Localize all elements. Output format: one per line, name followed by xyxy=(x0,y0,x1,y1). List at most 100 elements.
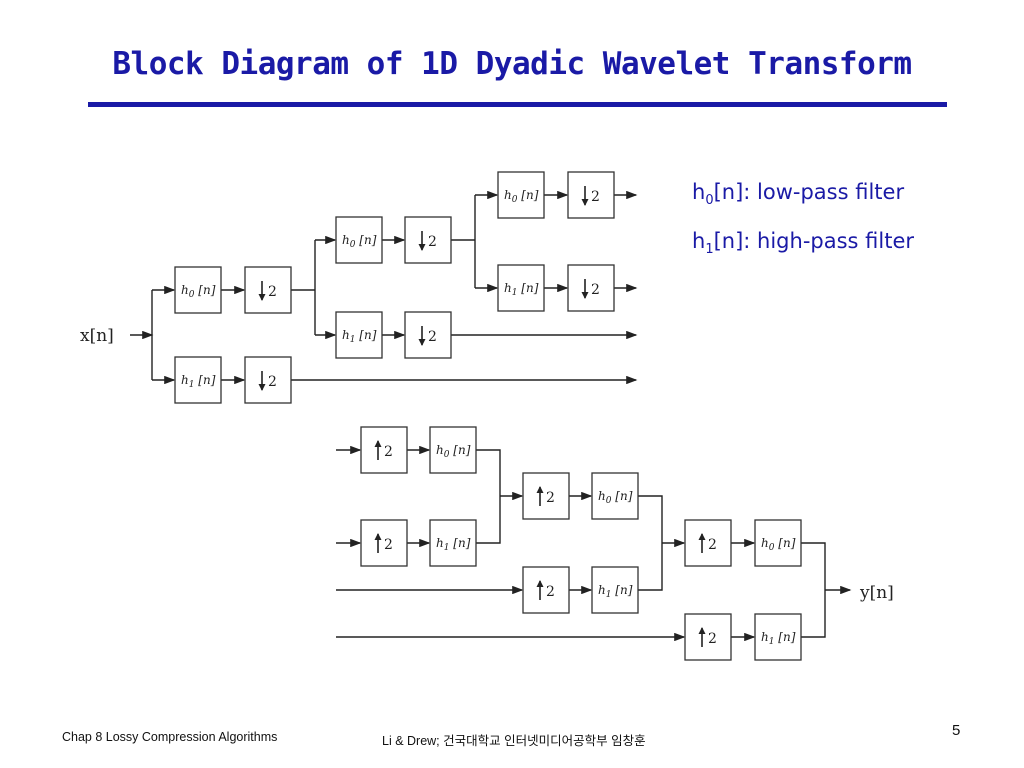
filter-box xyxy=(591,472,639,520)
downsample-block: 2 xyxy=(404,311,452,359)
legend-lowpass: h0[n]: low-pass filter xyxy=(692,180,905,209)
arrowhead xyxy=(536,580,544,587)
arrowhead xyxy=(698,533,706,540)
filter-label: h1 [n] xyxy=(761,630,796,647)
footer-author: Li & Drew; 건국대학교 인터넷미디어공학부 임창훈 xyxy=(382,734,646,748)
filter-blocks: h0 [n] h1 [n] 2 2 h0 [n] h1 [n] 2 2 h0 [n] h1 [n]… xyxy=(174,171,802,661)
downsample-block: 2 xyxy=(404,216,452,264)
upsample-block: 2 xyxy=(522,566,570,614)
footer-chapter: Chap 8 Lossy Compression Algorithms xyxy=(62,730,278,744)
filter-box xyxy=(429,426,477,474)
highpass-filter-block: h1 [n] xyxy=(174,356,222,404)
lowpass-filter-block: h0 [n] xyxy=(174,266,222,314)
filter-label: h1 [n] xyxy=(342,328,377,345)
resample-box xyxy=(360,426,408,474)
upsample-block: 2 xyxy=(522,472,570,520)
filter-box xyxy=(497,264,545,312)
filter-box xyxy=(591,566,639,614)
arrowhead xyxy=(258,294,266,301)
legend-highpass: h1[n]: high-pass filter xyxy=(692,229,915,258)
output-signal-label: y[n] xyxy=(859,583,894,603)
resample-box xyxy=(360,519,408,567)
highpass-filter-block: h1 [n] xyxy=(335,311,383,359)
highpass-filter-block: h1 [n] xyxy=(497,264,545,312)
resample-box xyxy=(684,519,732,567)
factor-label: 2 xyxy=(546,490,555,506)
filter-box xyxy=(335,311,383,359)
filter-box xyxy=(335,216,383,264)
arrowhead xyxy=(374,440,382,447)
filter-box xyxy=(754,519,802,567)
signal-line xyxy=(476,449,501,544)
signal-line xyxy=(801,542,826,638)
signal-line xyxy=(638,495,663,591)
signal-wires xyxy=(130,190,852,642)
input-signal-label: x[n] xyxy=(80,326,114,346)
downsample-block: 2 xyxy=(567,264,615,312)
highpass-filter-block: h1 [n] xyxy=(429,519,477,567)
filter-label: h0 [n] xyxy=(598,489,633,506)
factor-label: 2 xyxy=(268,374,277,390)
upsample-block: 2 xyxy=(360,519,408,567)
upsample-block: 2 xyxy=(684,613,732,661)
downsample-block: 2 xyxy=(567,171,615,219)
factor-label: 2 xyxy=(591,189,600,205)
filter-label: h1 [n] xyxy=(436,536,471,553)
filter-box xyxy=(429,519,477,567)
arrowhead xyxy=(581,292,589,299)
lowpass-filter-block: h0 [n] xyxy=(591,472,639,520)
highpass-filter-block: h1 [n] xyxy=(754,613,802,661)
factor-label: 2 xyxy=(546,584,555,600)
upsample-block: 2 xyxy=(684,519,732,567)
filter-label: h1 [n] xyxy=(181,373,216,390)
upsample-block: 2 xyxy=(360,426,408,474)
factor-label: 2 xyxy=(384,537,393,553)
arrowhead xyxy=(374,533,382,540)
filter-legend: h0[n]: low-pass filter h1[n]: high-pass … xyxy=(692,172,914,270)
highpass-filter-block: h1 [n] xyxy=(591,566,639,614)
filter-label: h0 [n] xyxy=(342,233,377,250)
resample-box xyxy=(522,472,570,520)
factor-label: 2 xyxy=(708,537,717,553)
lowpass-filter-block: h0 [n] xyxy=(429,426,477,474)
resample-box xyxy=(684,613,732,661)
factor-label: 2 xyxy=(268,284,277,300)
factor-label: 2 xyxy=(428,329,437,345)
filter-box xyxy=(497,171,545,219)
lowpass-filter-block: h0 [n] xyxy=(497,171,545,219)
filter-box xyxy=(174,266,222,314)
arrowhead xyxy=(418,339,426,346)
filter-label: h0 [n] xyxy=(504,188,539,205)
lowpass-filter-block: h0 [n] xyxy=(754,519,802,567)
factor-label: 2 xyxy=(591,282,600,298)
page-number: 5 xyxy=(952,722,961,739)
title-underline xyxy=(88,102,947,107)
resample-box xyxy=(244,356,292,404)
resample-box xyxy=(244,266,292,314)
arrowhead xyxy=(536,486,544,493)
lowpass-filter-block: h0 [n] xyxy=(335,216,383,264)
resample-box xyxy=(404,311,452,359)
arrowhead xyxy=(581,199,589,206)
downsample-block: 2 xyxy=(244,266,292,314)
arrowhead xyxy=(418,244,426,251)
factor-label: 2 xyxy=(384,444,393,460)
factor-label: 2 xyxy=(708,631,717,647)
filter-box xyxy=(174,356,222,404)
slide-title: Block Diagram of 1D Dyadic Wavelet Trans… xyxy=(112,46,912,82)
filter-label: h0 [n] xyxy=(181,283,216,300)
resample-box xyxy=(567,171,615,219)
arrowhead xyxy=(698,627,706,634)
downsample-block: 2 xyxy=(244,356,292,404)
factor-label: 2 xyxy=(428,234,437,250)
filter-label: h1 [n] xyxy=(598,583,633,600)
filter-label: h0 [n] xyxy=(761,536,796,553)
resample-box xyxy=(404,216,452,264)
resample-box xyxy=(567,264,615,312)
filter-label: h0 [n] xyxy=(436,443,471,460)
resample-box xyxy=(522,566,570,614)
filter-label: h1 [n] xyxy=(504,281,539,298)
filter-box xyxy=(754,613,802,661)
arrowhead xyxy=(258,384,266,391)
